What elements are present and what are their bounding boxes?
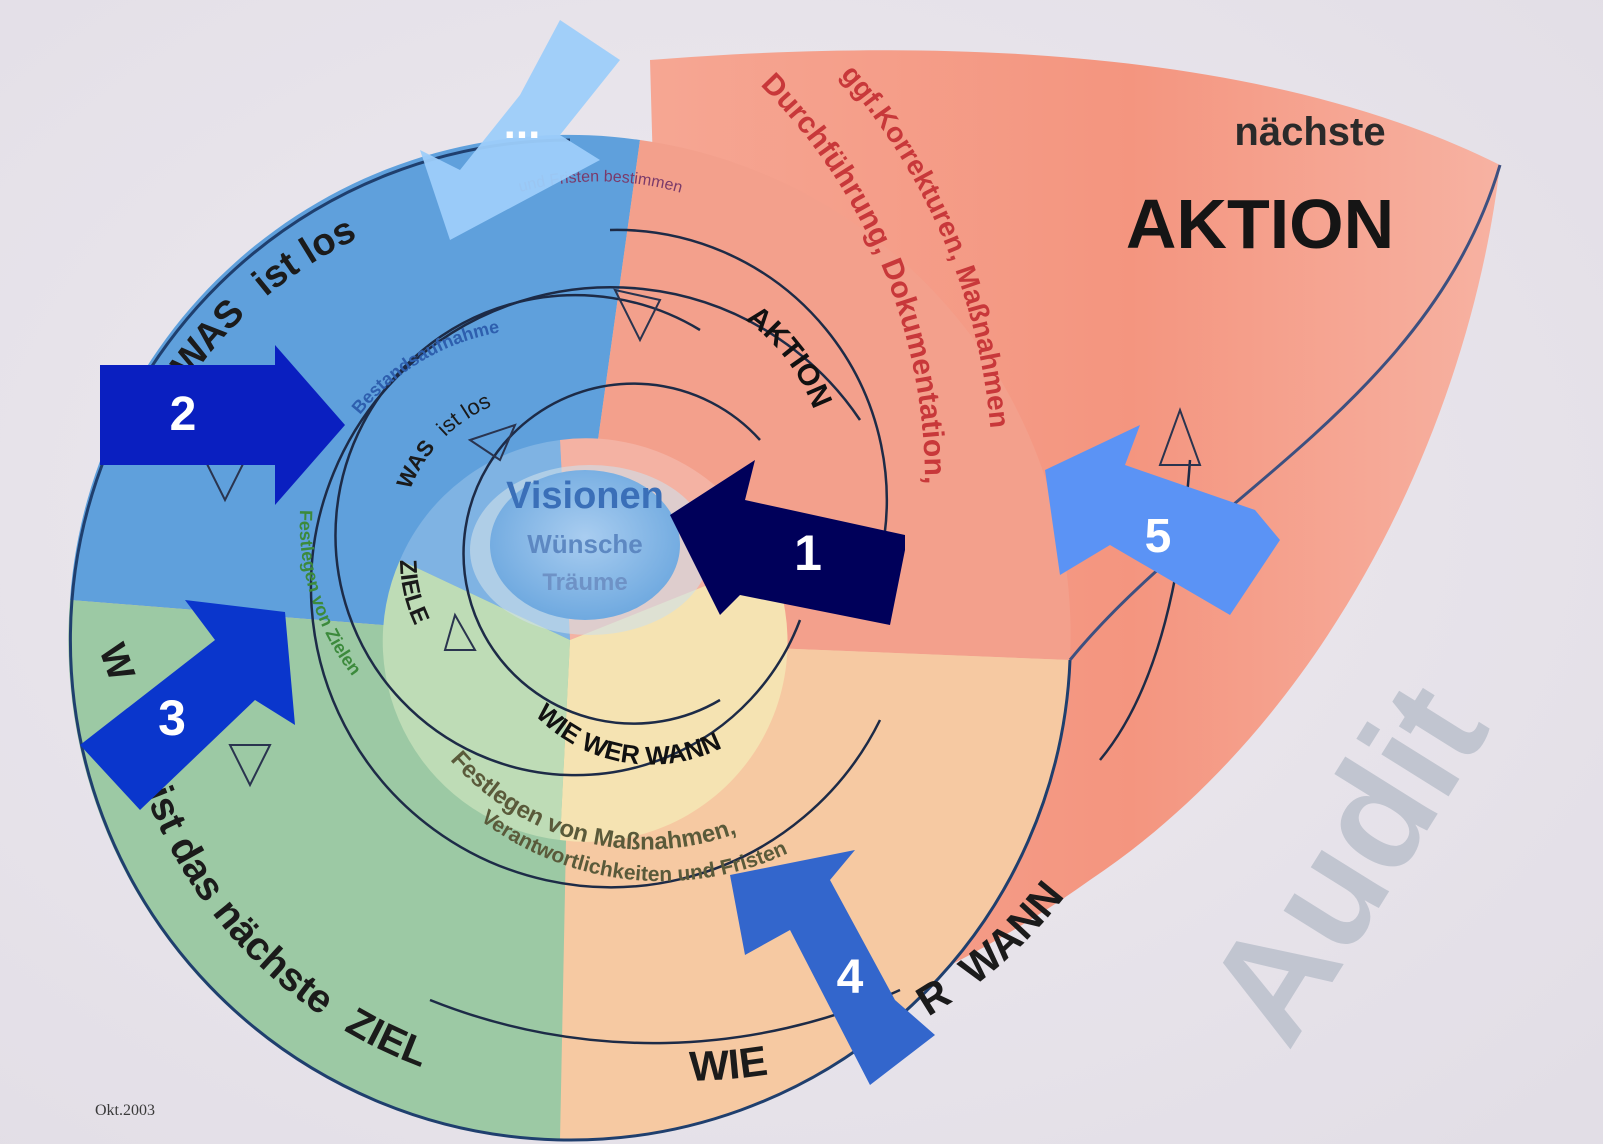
center-wuensche: Wünsche <box>527 529 643 559</box>
callout-arrows: ... 2 1 3 4 5 <box>80 20 1280 1085</box>
callout-label-3: 3 <box>158 690 186 746</box>
red-naechste: nächste <box>1234 110 1385 154</box>
callout-label-4: 4 <box>837 951 864 1004</box>
center-traeume: Träume <box>542 569 627 596</box>
callout-label-1: 1 <box>794 525 822 581</box>
callout-label-5: 5 <box>1145 510 1172 563</box>
callout-label-2: 2 <box>170 388 197 441</box>
callout-arrow-2: 2 <box>100 345 345 505</box>
center-visionen: Visionen <box>506 475 664 517</box>
date-label: Okt.2003 <box>95 1102 155 1119</box>
callout-arrow-more: ... <box>420 20 620 240</box>
outer-wie: WIE <box>688 1037 770 1090</box>
callout-arrow-3: 3 <box>80 600 295 810</box>
callout-arrow-1: 1 <box>670 460 905 625</box>
center-disc <box>490 470 680 620</box>
callout-arrow-5: 5 <box>1045 425 1280 615</box>
callout-label-more: ... <box>504 99 541 148</box>
callout-arrow-4: 4 <box>730 850 935 1085</box>
red-aktion: AKTION <box>1126 185 1394 263</box>
outer-boundary <box>68 138 1072 1142</box>
